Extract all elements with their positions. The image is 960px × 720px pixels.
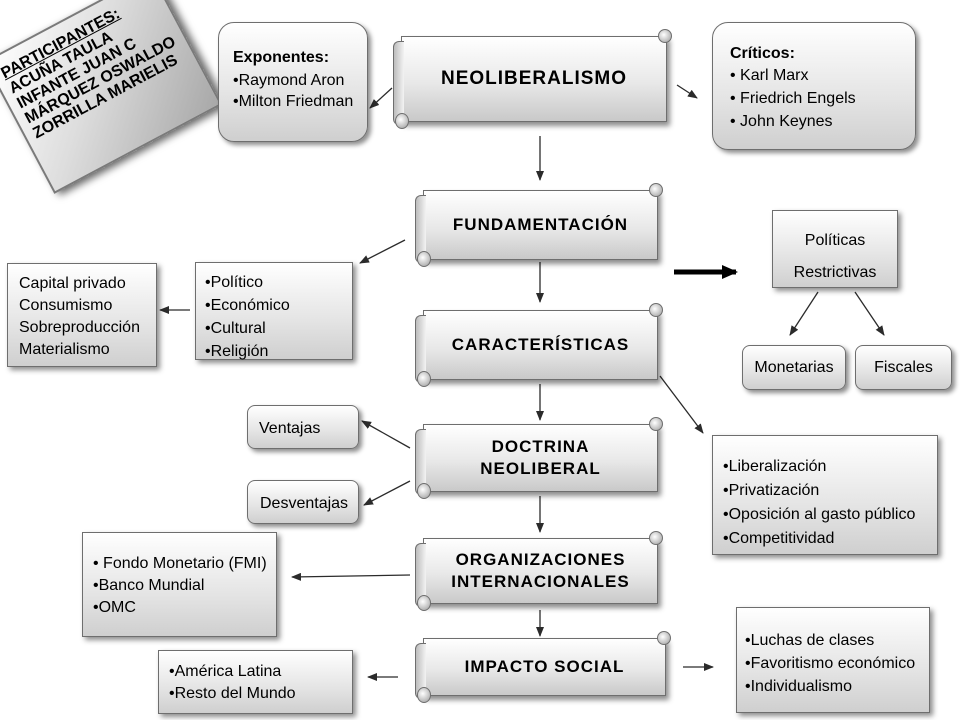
politicas-line1: Políticas [804,232,866,249]
impacto-item: •Favoritismo económico [745,655,916,672]
impacto-item: •Luchas de clases [745,632,875,649]
organismos-box: • Fondo Monetario (FMI) •Banco Mundial •… [82,532,277,637]
caracteristica-item: •Privatización [723,482,820,499]
critico-item: • John Keynes [730,113,833,130]
node-label: ORGANIZACIONES INTERNACIONALES [451,550,630,591]
impactos-box: •Luchas de clases •Favoritismo económico… [736,607,930,713]
node-label: CARACTERÍSTICAS [451,335,630,354]
fiscales-label: Fiscales [874,358,933,376]
organismo-item: •OMC [93,599,136,616]
politicas-box: Políticas Restrictivas [772,210,898,288]
desventajas-label: Desventajas [260,495,349,512]
capital-item: Consumismo [19,297,113,314]
regiones-box: •América Latina •Resto del Mundo [158,650,353,714]
node-caracteristicas: CARACTERÍSTICAS [415,303,663,387]
node-label: DOCTRINA NEOLIBERAL [480,437,601,478]
aspectos-box: •Político •Económico •Cultural •Religión [195,262,353,360]
exponente-item: •Milton Friedman [233,93,354,110]
monetarias-label: Monetarias [754,358,834,376]
node-fundamentacion: FUNDAMENTACIÓN [415,183,663,267]
politicas-line2: Restrictivas [793,264,877,281]
capital-box: Capital privado Consumismo Sobreproducci… [7,263,157,367]
exponente-item: •Raymond Aron [233,72,345,89]
region-item: •América Latina [169,663,282,680]
region-item: •Resto del Mundo [169,685,296,702]
critico-item: • Karl Marx [730,67,809,84]
capital-item: Sobreproducción [19,319,140,336]
node-label: NEOLIBERALISMO [440,68,628,89]
arrow-doctrina-to-ventajas [361,420,411,449]
arrow-neo-to-exponentes [369,87,393,109]
arrow-politicas-to-fiscales [854,291,885,336]
aspecto-item: •Cultural [205,320,266,337]
caracteristica-item: •Competitividad [723,530,835,547]
fiscales-box: Fiscales [855,345,952,390]
arrow-doctrina-to-desventajas [363,480,411,506]
impacto-item: •Individualismo [745,678,852,695]
exponentes-title: Exponentes: [233,49,330,66]
node-label: IMPACTO SOCIAL [464,657,625,676]
desventajas-box: Desventajas [247,480,359,524]
aspecto-item: •Político [205,274,264,291]
node-organizaciones: ORGANIZACIONES INTERNACIONALES [415,531,663,611]
aspecto-item: •Religión [205,343,269,360]
ventajas-box: Ventajas [247,405,359,449]
arrow-org-to-organismos [291,572,411,581]
node-neoliberalismo: NEOLIBERALISMO [393,29,672,129]
aspecto-item: •Económico [205,297,290,314]
monetarias-box: Monetarias [742,345,846,390]
critico-item: • Friedrich Engels [730,90,856,107]
caracteristicas-list-box: •Liberalización •Privatización •Oposició… [712,435,938,555]
arrow-carac-to-list [659,375,704,434]
exponentes-box: Exponentes: •Raymond Aron •Milton Friedm… [218,22,368,142]
node-label: FUNDAMENTACIÓN [452,215,629,234]
arrow-politicas-to-monetarias [789,291,819,336]
caracteristica-item: •Oposición al gasto público [723,506,916,523]
criticos-title: Críticos: [730,45,795,62]
arrow-fund-to-aspectos [359,239,406,264]
capital-item: Capital privado [19,275,126,292]
capital-item: Materialismo [19,341,110,358]
arrow-neo-to-criticos [676,84,698,99]
node-impacto: IMPACTO SOCIAL [415,631,671,703]
caracteristica-item: •Liberalización [723,458,827,475]
criticos-box: Críticos: • Karl Marx • Friedrich Engels… [712,22,916,150]
node-doctrina: DOCTRINA NEOLIBERAL [415,417,663,499]
organismo-item: • Fondo Monetario (FMI) [93,555,267,572]
organismo-item: •Banco Mundial [93,577,205,594]
ventajas-label: Ventajas [259,420,321,437]
